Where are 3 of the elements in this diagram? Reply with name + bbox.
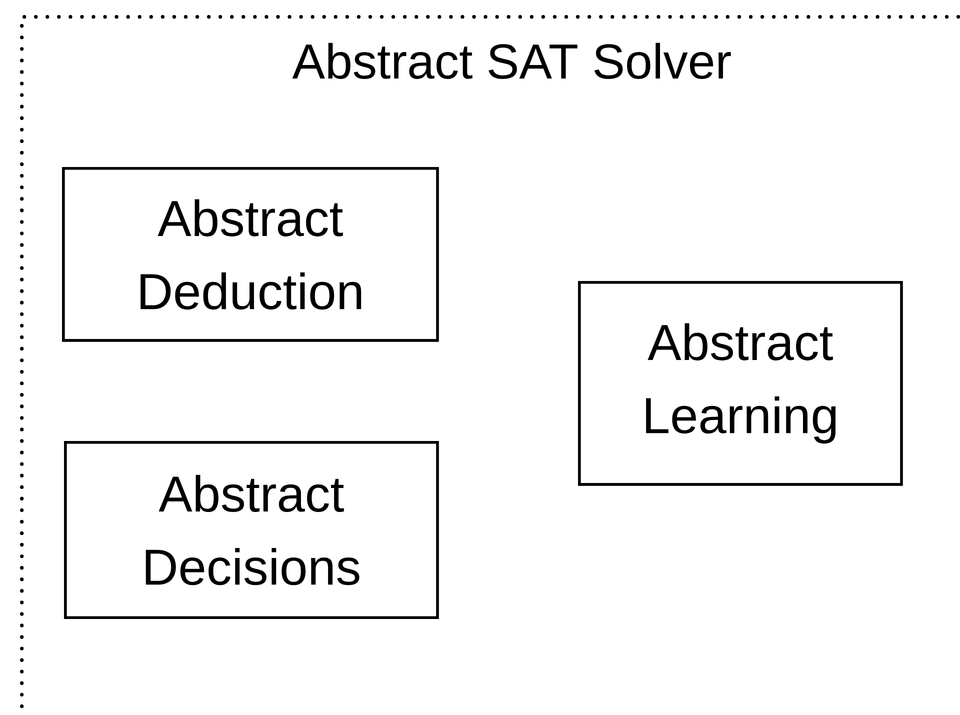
box: Abstract Decisions (64, 441, 439, 620)
box: Abstract Deduction (62, 167, 439, 342)
box: Abstract Learning (578, 281, 903, 486)
